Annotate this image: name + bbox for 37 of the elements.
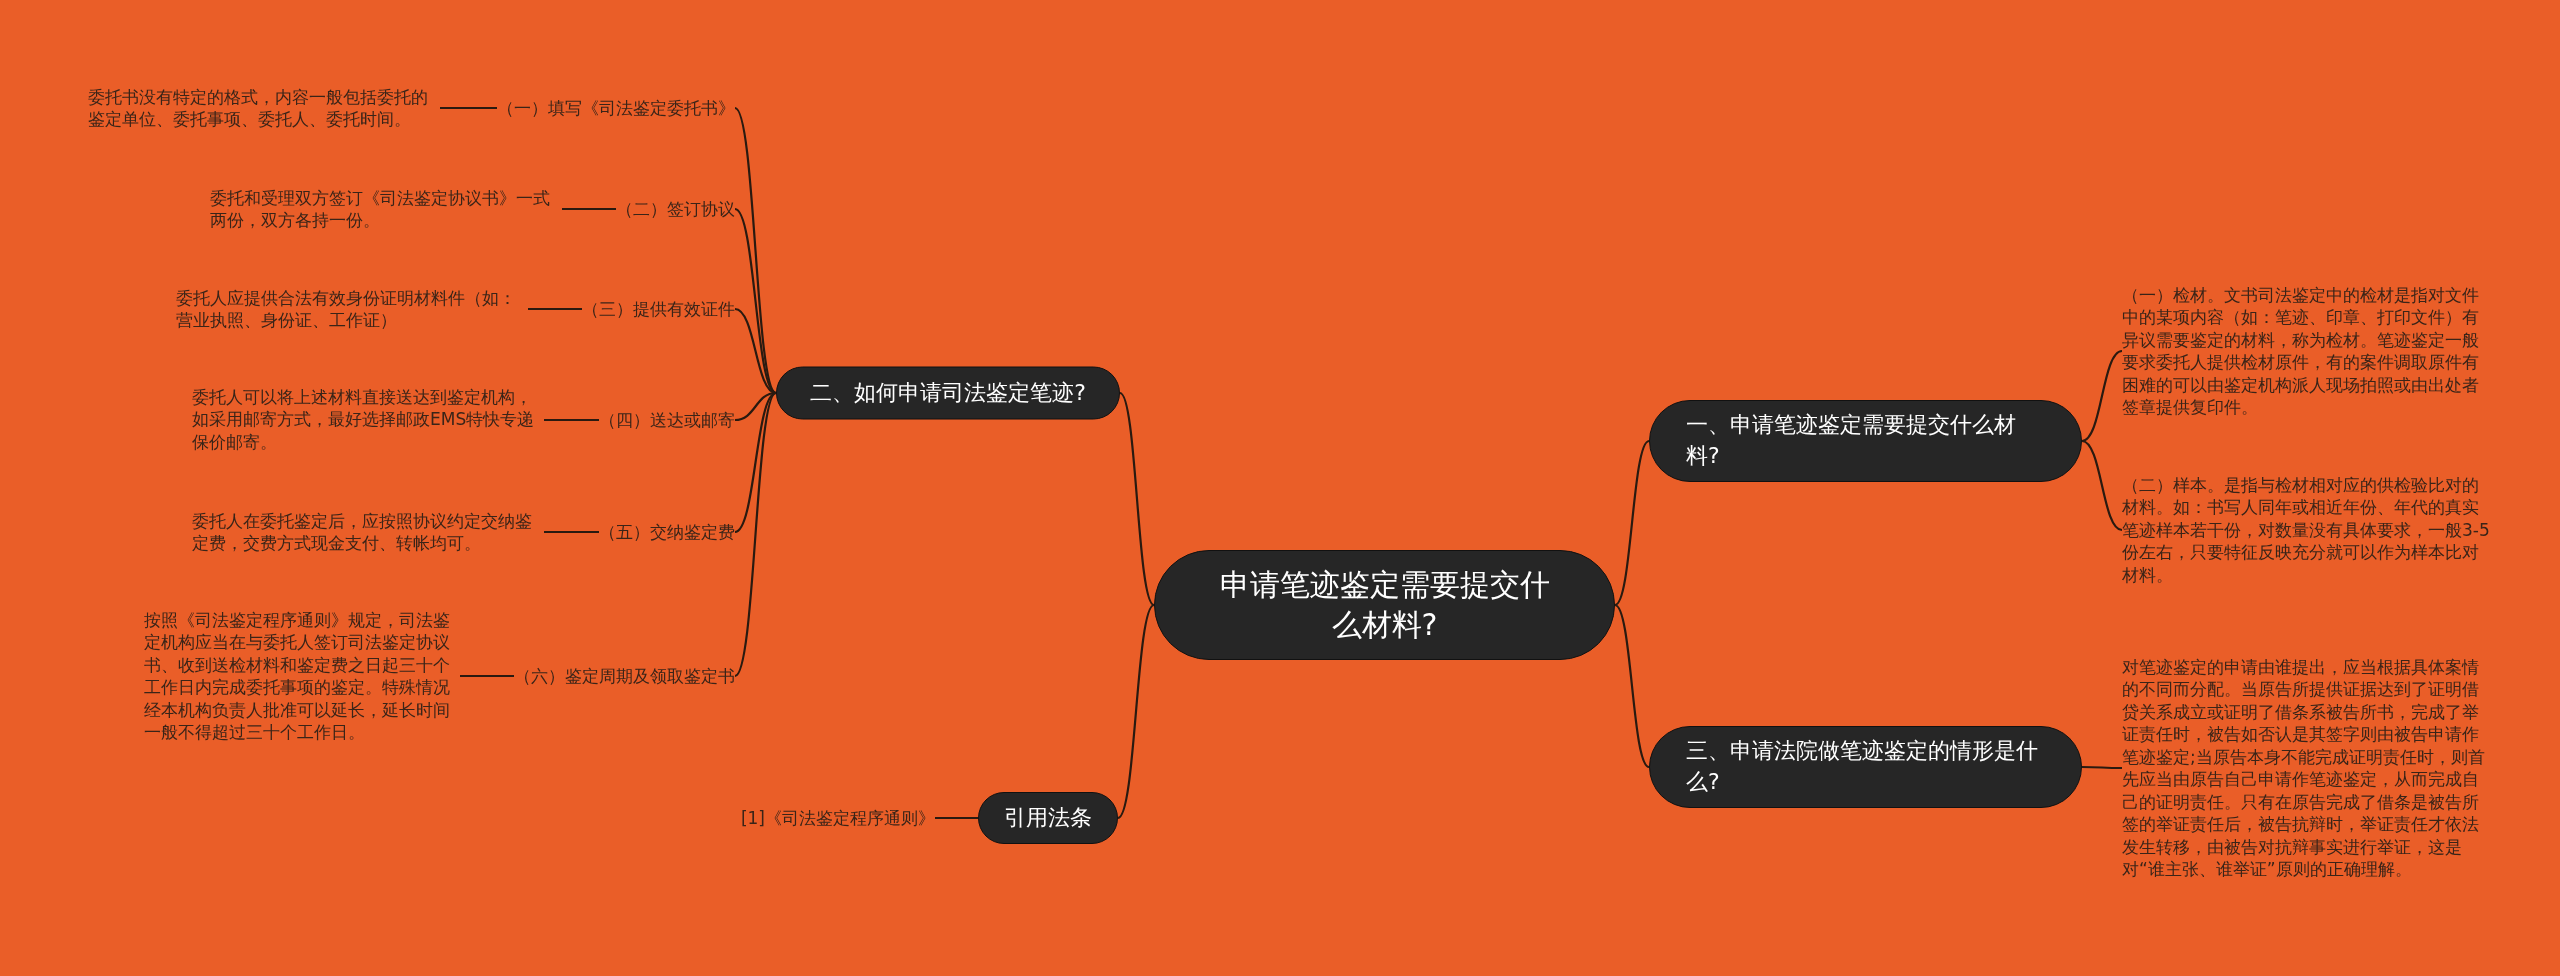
- connector-line: [2081, 349, 2123, 443]
- connector-line: [734, 107, 777, 394]
- connector-line: [528, 307, 582, 311]
- detail-text: 对笔迹鉴定的申请由谁提出，应当根据具体案情的不同而分配。当原告所提供证据达到了证明借贷关系成立或证明了借条系被告所书，完成了举证责任时，被告如否认是其签字则由被告申请作笔迹鉴定;当原告本身不能完成证明责任时，则首先应当由原告自己申请作笔迹鉴定，从而完成自己的证明责任。只有在原告完成了借条是被告所签的举证责任后，被告抗辩时，举证责任才依法发生转移，由被告对抗辩事实进行举证，这是对“谁主张、谁举证”原则的正确理解。: [2122, 655, 2490, 881]
- connector-line: [1117, 604, 1155, 819]
- detail-text: 按照《司法鉴定程序通则》规定，司法鉴定机构应当在与委托人签订司法鉴定协议书、收到送检材料和鉴定费之日起三十个工作日内完成委托事项的鉴定。特殊情况经本机构负责人批准可以延长，延长时间一般不得超过三十个工作日。: [144, 608, 460, 744]
- detail-text: （二）样本。是指与检材相对应的供检验比对的材料。如：书写人同年或相近年份、年代的真实笔迹样本若干份，对数量没有具体要求，一般3-5份左右，只要特征反映充分就可以作为样本比对材料。: [2122, 473, 2490, 587]
- detail-text: 委托和受理双方签订《司法鉴定协议书》一式两份，双方各持一份。: [210, 186, 562, 232]
- detail-text: 委托人在委托鉴定后，应按照协议约定交纳鉴定费，交费方式现金支付、转帐均可。: [192, 509, 544, 555]
- connector-line: [562, 207, 616, 211]
- topic-node: 一、申请笔迹鉴定需要提交什么材料?: [1649, 400, 2082, 482]
- detail-text: 委托人应提供合法有效身份证明材料件（如：营业执照、身份证、工作证）: [176, 286, 528, 332]
- connector-line: [935, 816, 978, 820]
- subtopic-text: （六）鉴定周期及领取鉴定书: [514, 664, 735, 688]
- connector-line: [2081, 439, 2123, 532]
- detail-text: （一）检材。文书司法鉴定中的检材是指对文件中的某项内容（如：笔迹、印章、打印文件）有异议需要鉴定的材料，称为检材。笔迹鉴定一般要求委托人提供检材原件，有的案件调取原件有困难的可以由鉴定机构派人现场拍照或由出处者签章提供复印件。: [2122, 283, 2490, 419]
- connector-line: [460, 674, 514, 678]
- topic-node: 三、申请法院做笔迹鉴定的情形是什么?: [1649, 726, 2082, 808]
- connector-line: [1119, 392, 1155, 606]
- detail-text: 委托人可以将上述材料直接送达到鉴定机构，如采用邮寄方式，最好选择邮政EMS特快专递保价邮寄。: [192, 386, 544, 454]
- topic-node: 二、如何申请司法鉴定笔迹?: [776, 366, 1120, 420]
- connector-line: [1614, 604, 1650, 768]
- connector-line: [734, 392, 777, 677]
- detail-text: 委托书没有特定的格式，内容一般包括委托的鉴定单位、委托事项、委托人、委托时间。: [88, 85, 440, 131]
- subtopic-text: （四）送达或邮寄: [599, 408, 735, 432]
- central-topic: 申请笔迹鉴定需要提交什么材料?: [1154, 550, 1615, 660]
- connector-line: [544, 530, 599, 534]
- connector-line: [544, 418, 599, 422]
- topic-node: 引用法条: [978, 792, 1118, 844]
- subtopic-text: （二）签订协议: [616, 197, 735, 221]
- subtopic-text: （一）填写《司法鉴定委托书》: [497, 96, 735, 120]
- connector-line: [440, 106, 497, 110]
- subtopic-text: [1]《司法鉴定程序通则》: [740, 806, 935, 830]
- connector-line: [1614, 440, 1650, 606]
- subtopic-text: （五）交纳鉴定费: [599, 520, 735, 544]
- connector-line: [2082, 765, 2122, 770]
- subtopic-text: （三）提供有效证件: [582, 297, 735, 321]
